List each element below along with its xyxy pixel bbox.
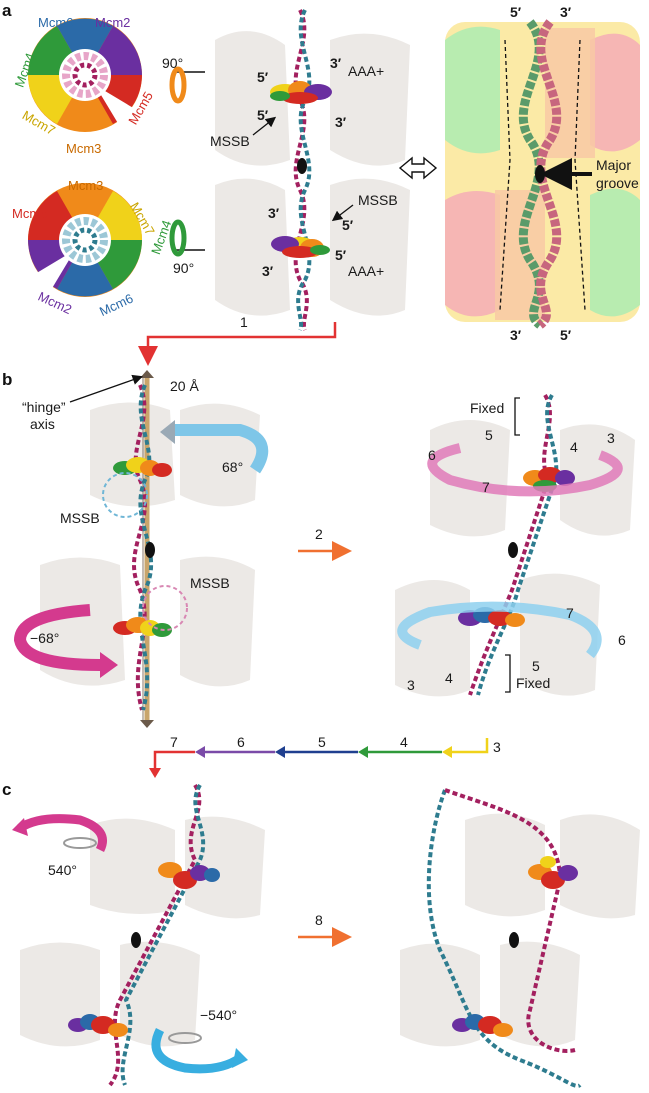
label-540: 540° [48,862,77,878]
space-filling-model [445,19,640,329]
rotation-arrow-540 [17,814,107,853]
mcm-hexamer-b-right-top [523,467,575,492]
label-a-3prime-1: 3′ [330,55,342,71]
label-fixed-bottom: Fixed [516,675,550,691]
dyad-symbol-c-left [131,932,141,948]
equivalence-arrow [398,156,438,180]
label-neg540: −540° [200,1007,237,1023]
mcm-ring-bottom [25,183,142,300]
dna-duplex-b-left [132,384,154,711]
rotation-arrow-right-bottom [397,601,602,659]
label-a-5prime-2: 5′ [257,107,269,123]
step-1-label: 1 [240,314,248,330]
rotation-arrow-neg540 [151,1027,243,1074]
dyad-symbol-c-right [509,932,519,948]
label-mssb-b-left: MSSB [60,510,100,526]
mcm-hexamer-a-bottom [271,236,330,258]
rotation-arrow-68 [175,424,269,474]
label-top-4: 4 [570,439,578,455]
label-bottom-6: 6 [618,632,626,648]
arrow-mssb-bottom [331,204,354,222]
label-right-5prime-top: 5′ [510,4,522,20]
label-bottom-7: 7 [566,605,574,621]
step-5-label: 5 [318,734,326,750]
mcm-hexamer-c-right-top [528,856,578,889]
label-right-5prime-bottom: 5′ [560,327,572,343]
step-7-label: 7 [170,734,178,750]
label-neg68: −68° [30,630,59,646]
label-right-3prime-bottom: 3′ [510,327,522,343]
label-bottom-5: 5 [532,658,540,674]
label-a-5prime-3: 5′ [342,217,354,233]
label-aaa-top: AAA+ [348,63,384,79]
complex-shadow-a [215,31,410,316]
label-bottom-mcm6: Mcm6 [97,291,135,320]
label-mssb-bottom: MSSB [358,192,398,208]
label-aaa-bottom: AAA+ [348,263,384,279]
mcm-hexamer-c-right-bottom [452,1014,513,1037]
rotate-label-bottom: 90° [173,260,194,276]
label-top-6: 6 [428,447,436,463]
label-top-mcm2: Mcm2 [95,15,130,30]
label-bottom-mcm5: Mcm5 [12,206,47,221]
mcm-hexamer-c-left-top [158,862,220,889]
mcm-hexamer-b-left-top [113,457,172,477]
mssb-circle-bottom [142,585,188,631]
step-6-label: 6 [237,734,245,750]
label-hinge-axis: axis [30,416,55,432]
mcm-hexamer-c-left-bottom [68,1014,128,1037]
label-bottom-mcm3: Mcm3 [68,178,103,193]
panel-label-b: b [2,370,12,389]
label-top-mcm6: Mcm6 [38,15,73,30]
label-fixed-top: Fixed [470,400,504,416]
panel-label-c: c [2,780,11,799]
dna-b-right [468,393,559,696]
step-8-label: 8 [315,912,323,928]
label-hinge: “hinge” [22,399,66,415]
label-bottom-4: 4 [445,670,453,686]
steps-row-arrows [149,738,489,778]
label-right-3prime-top: 3′ [560,4,572,20]
step-1-arrow [138,322,337,366]
dna-c-left [108,783,206,1087]
dyad-symbol-b-right [508,542,518,558]
label-top-3: 3 [607,430,615,446]
label-major: Major [596,157,631,173]
complex-shadow-c-right [400,813,640,1047]
rotate-90-icon-top [169,66,205,104]
step-3-label: 3 [493,739,501,755]
mssb-circle-top [102,472,148,518]
label-top-5: 5 [485,427,493,443]
rotation-arrow-right-top [427,443,623,497]
step-2-label: 2 [315,526,323,542]
arrow-mssb-top [252,116,277,136]
rotation-arrow-neg68 [13,604,101,671]
mcm-ring-top [28,18,145,135]
dna-duplex-a [293,9,312,331]
label-bottom-3: 3 [407,677,415,693]
label-top-7: 7 [482,479,490,495]
arrow-hinge-axis [69,374,143,403]
panel-label-a: a [2,1,12,20]
label-a-3prime-2: 3′ [335,114,347,130]
label-mssb-b-right: MSSB [190,575,230,591]
rotate-90-icon-bottom [169,219,205,257]
label-a-3prime-4: 3′ [262,263,274,279]
label-68: 68° [222,459,243,475]
mcm-hexamer-a-top [270,81,332,104]
step-4-label: 4 [400,734,408,750]
label-mssb-top: MSSB [210,133,250,149]
label-groove: groove [596,175,639,191]
rotate-label-top: 90° [162,55,183,71]
dyad-symbol-b [145,542,155,558]
label-a-5prime-4: 5′ [335,247,347,263]
label-top-mcm3: Mcm3 [66,141,101,156]
label-a-5prime-1: 5′ [257,69,269,85]
dyad-symbol-a [297,158,307,174]
label-20-angstrom: 20 Å [170,378,199,394]
label-a-3prime-3: 3′ [268,205,280,221]
